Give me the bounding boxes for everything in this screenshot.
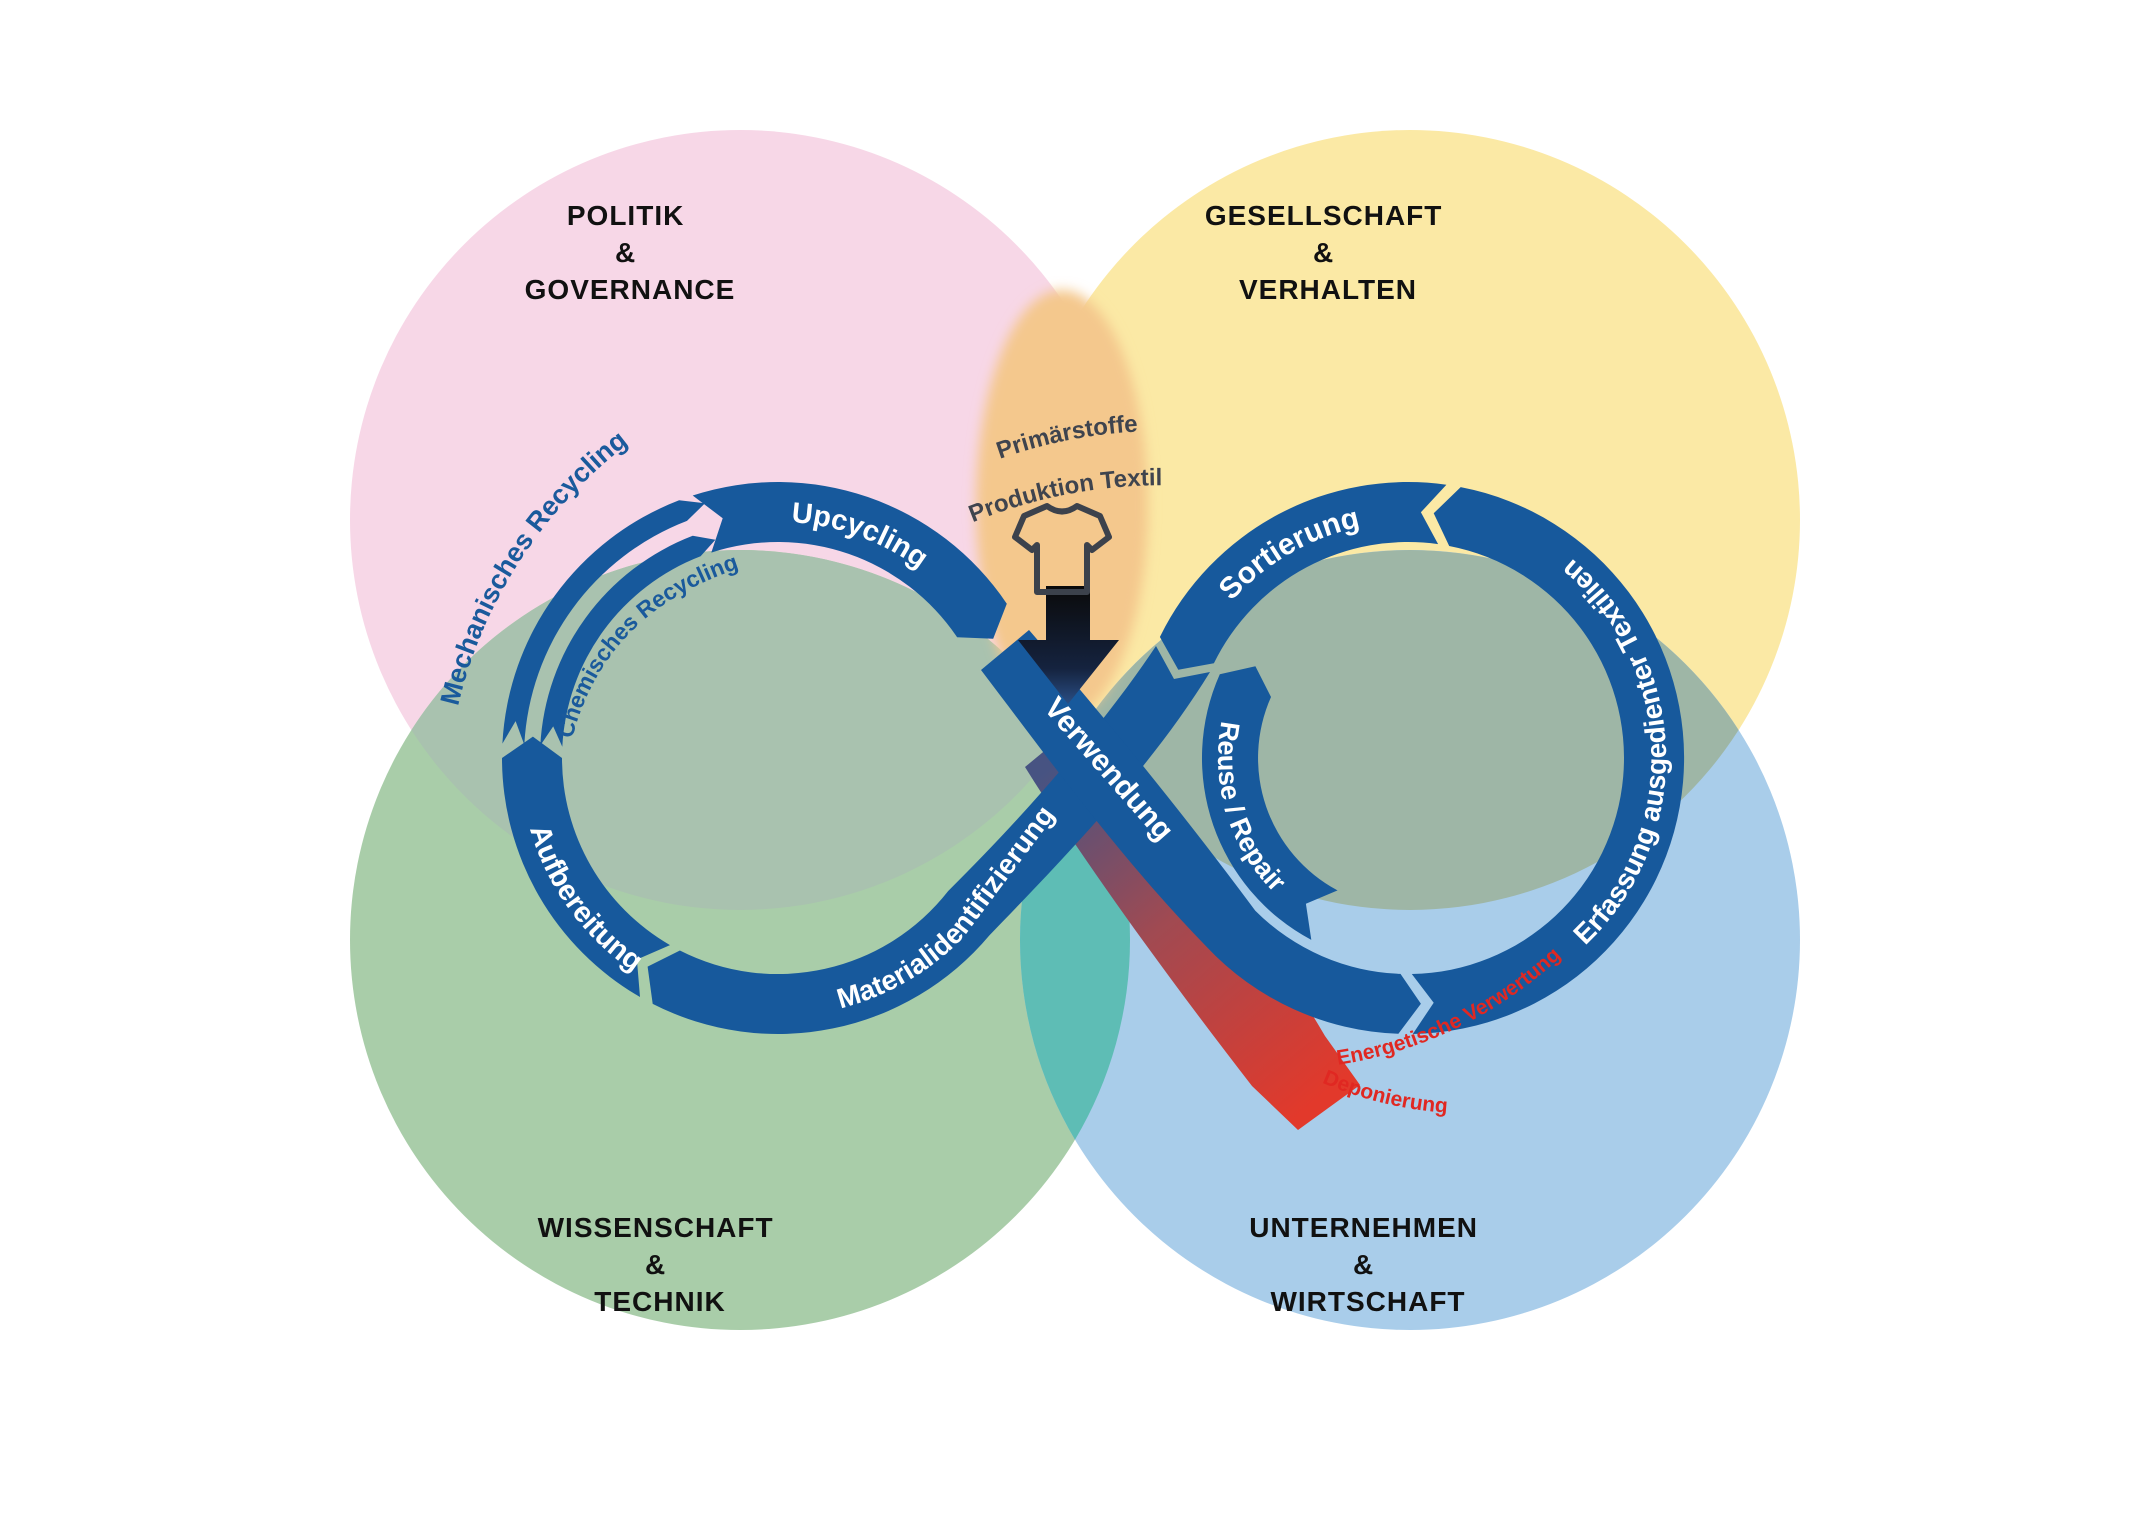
- title-line: WISSENSCHAFT: [538, 1212, 774, 1243]
- title-politik-governance: POLITIK & GOVERNANCE: [525, 200, 736, 305]
- title-line: VERHALTEN: [1239, 274, 1417, 305]
- primary-input-arrow: [1018, 586, 1119, 704]
- title-line: GOVERNANCE: [525, 274, 736, 305]
- title-line: &: [1313, 237, 1334, 268]
- tshirt-icon: [1012, 503, 1112, 595]
- segment-aufbereitung: [502, 736, 670, 997]
- tshirt-outline: [1012, 503, 1112, 595]
- title-line: POLITIK: [567, 200, 684, 231]
- segment-reuse-repair: [1201, 666, 1338, 940]
- loop-segments: [502, 482, 1685, 1035]
- segment-sortierung: [1159, 482, 1447, 670]
- title-line: &: [645, 1249, 666, 1280]
- primary-input-halo: [976, 290, 1148, 720]
- segment-materialidentifizierung: [647, 646, 1210, 1034]
- title-wissenschaft-technik: WISSENSCHAFT & TECHNIK: [538, 1212, 783, 1317]
- title-line: GESELLSCHAFT: [1205, 200, 1443, 231]
- title-line: WIRTSCHAFT: [1270, 1286, 1465, 1317]
- title-line: TECHNIK: [594, 1286, 725, 1317]
- title-line: UNTERNEHMEN: [1249, 1212, 1478, 1243]
- segment-verwendung: [981, 630, 1421, 1034]
- segment-chemisches-recycling-arc: [540, 535, 716, 747]
- title-unternehmen-wirtschaft: UNTERNEHMEN & WIRTSCHAFT: [1249, 1212, 1487, 1317]
- segment-erfassung: [1411, 487, 1685, 1035]
- segment-upcycling: [692, 482, 1007, 639]
- title-line: &: [615, 237, 636, 268]
- segment-mechanisches-recycling-arc: [502, 500, 705, 745]
- title-gesellschaft-verhalten: GESELLSCHAFT & VERHALTEN: [1205, 200, 1451, 305]
- title-line: &: [1353, 1249, 1374, 1280]
